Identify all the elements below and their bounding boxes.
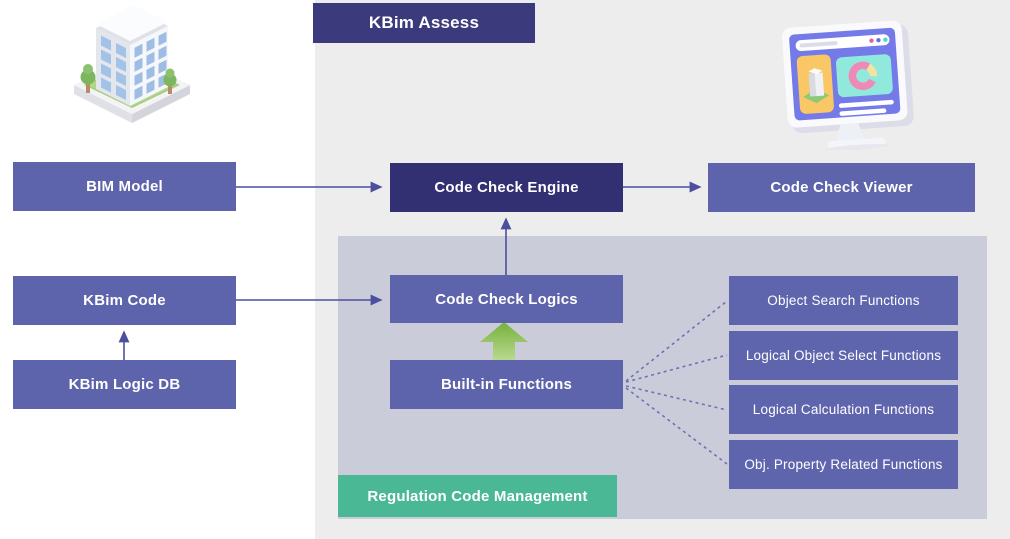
node-built-in-functions: Built-in Functions xyxy=(390,360,623,409)
node-kbim-code: KBim Code xyxy=(13,276,236,325)
node-kbim-logic-db: KBim Logic DB xyxy=(13,360,236,409)
node-obj-property-related-functions: Obj. Property Related Functions xyxy=(729,440,958,489)
node-label: Logical Object Select Functions xyxy=(745,348,942,363)
node-logical-object-select-functions: Logical Object Select Functions xyxy=(729,331,958,380)
monitor-icon xyxy=(781,20,914,150)
node-label: Code Check Viewer xyxy=(770,179,913,196)
node-label: KBim Code xyxy=(83,292,166,309)
node-label: Code Check Engine xyxy=(434,179,579,196)
node-label: KBim Logic DB xyxy=(68,376,181,393)
node-logical-calculation-functions: Logical Calculation Functions xyxy=(729,385,958,434)
node-label: Built-in Functions xyxy=(440,376,573,393)
node-code-check-engine: Code Check Engine xyxy=(390,163,623,212)
node-label: Code Check Logics xyxy=(435,290,578,308)
node-code-check-viewer: Code Check Viewer xyxy=(708,163,975,212)
node-object-search-functions: Object Search Functions xyxy=(729,276,958,325)
node-bim-model: BIM Model xyxy=(13,162,236,211)
node-label: Object Search Functions xyxy=(767,293,920,308)
diagram-title-label: KBim Assess xyxy=(368,13,480,32)
node-regulation-code-management: Regulation Code Management xyxy=(338,475,617,517)
node-label: BIM Model xyxy=(86,178,163,195)
node-code-check-logics: Code Check Logics xyxy=(390,275,623,323)
node-label: Obj. Property Related Functions xyxy=(744,457,943,472)
diagram-title: KBim Assess xyxy=(313,3,535,43)
node-label: Regulation Code Management xyxy=(367,487,588,505)
node-label: Logical Calculation Functions xyxy=(752,402,935,417)
building-icon xyxy=(74,5,190,123)
